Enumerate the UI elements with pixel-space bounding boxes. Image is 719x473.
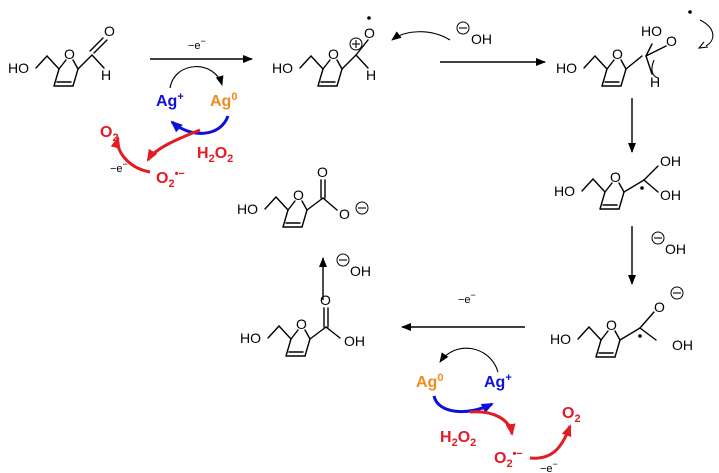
label-oh-lower-4: OH	[660, 187, 681, 203]
label-carbonyl-o-7: O	[317, 164, 328, 180]
label-ho-2: HO	[272, 60, 293, 76]
label-ag-zero-1: Ag0	[210, 91, 237, 110]
label-ring-o-4: O	[610, 169, 621, 185]
arrow-radical-bottom	[651, 59, 659, 79]
label-ring-o-7: O	[293, 187, 304, 203]
label-aldehyde-h: H	[101, 67, 111, 83]
label-ring-o-3: O	[612, 46, 623, 62]
label-o-radical: O	[666, 33, 677, 49]
label-oh-5: OH	[672, 337, 693, 353]
label-h-2: H	[366, 67, 376, 83]
label-ho-on-c: HO	[641, 23, 662, 39]
arrow-radical-top	[699, 19, 714, 47]
label-superoxide-1: O2•−	[156, 168, 185, 190]
label-ho: HO	[8, 60, 29, 76]
molecule-radical-anion: HO O O OH	[550, 286, 693, 358]
label-minus-e-1: −e−	[188, 36, 206, 52]
label-h2o2-2: H2O2	[440, 429, 476, 449]
label-hydroxide-2: OH	[665, 241, 686, 257]
molecule-carboxylate: HO O O O	[237, 164, 369, 228]
label-ho-4: HO	[554, 183, 575, 199]
molecule-radical-cation: HO O O H OH	[272, 16, 492, 87]
label-hydroxide-3: OH	[350, 263, 371, 279]
label-ring-o-5: O	[606, 317, 617, 333]
arrow-cycle-top-1	[169, 66, 224, 89]
arrow-silver-blue-2	[432, 395, 494, 414]
arrow-cycle-top-2	[439, 347, 499, 373]
molecule-hmf: HO O O H	[8, 23, 115, 87]
label-o-minus-5: O	[654, 299, 665, 315]
label-minus-e-red-1: −e−	[110, 159, 128, 175]
label-ho-7: HO	[237, 201, 258, 217]
label-ring-o-6: O	[296, 316, 307, 332]
label-minus-e-2: −e−	[458, 290, 476, 306]
silver-cycle-1: Ag+ Ag0 H2O2 O2•− O2 −e−	[100, 66, 237, 190]
radical-dot-2	[367, 16, 371, 20]
label-oh-6: OH	[344, 333, 365, 349]
arrow-red-down-1	[146, 128, 201, 162]
label-hydroxide-1: OH	[471, 31, 492, 47]
label-o2-1: O2	[100, 124, 119, 144]
molecule-hmfca: HO O O OH	[240, 292, 365, 357]
molecule-diol-radical: HO O OH OH	[554, 153, 681, 210]
label-ag-plus-1: Ag+	[156, 91, 184, 110]
label-superoxide-2: O2•−	[494, 448, 523, 470]
silver-cycle-2: Ag0 Ag+ H2O2 O2•− O2 −e−	[416, 347, 581, 473]
label-ho-3: HO	[556, 60, 577, 76]
label-ag-plus-2: Ag+	[484, 372, 512, 391]
arrow-hydroxide-attack	[391, 31, 451, 41]
label-ag-zero-2: Ag0	[416, 372, 443, 391]
label-carbonyl-o: O	[104, 23, 115, 39]
label-ho-5: HO	[550, 331, 571, 347]
label-o2-2: O2	[562, 405, 581, 425]
arrow-silver-blue-1	[170, 115, 230, 135]
label-oh-upper-4: OH	[660, 153, 681, 169]
label-o-minus-7: O	[339, 206, 350, 222]
label-minus-e-red-2: −e−	[540, 459, 558, 473]
label-h-3: H	[650, 74, 660, 90]
label-h2o2-1: H2O2	[197, 145, 233, 165]
label-ring-o-2: O	[328, 46, 339, 62]
label-oxygen-2: O	[364, 25, 375, 41]
arrow-red-down-2	[469, 410, 516, 436]
label-ho-6: HO	[240, 330, 261, 346]
arrow-red-up-1	[110, 136, 151, 174]
label-ring-o: O	[64, 46, 75, 62]
arrow-red-up-2	[529, 424, 572, 460]
label-carbonyl-o-6: O	[320, 292, 331, 308]
molecule-alkoxyl-radical: HO O HO O H	[556, 10, 714, 90]
